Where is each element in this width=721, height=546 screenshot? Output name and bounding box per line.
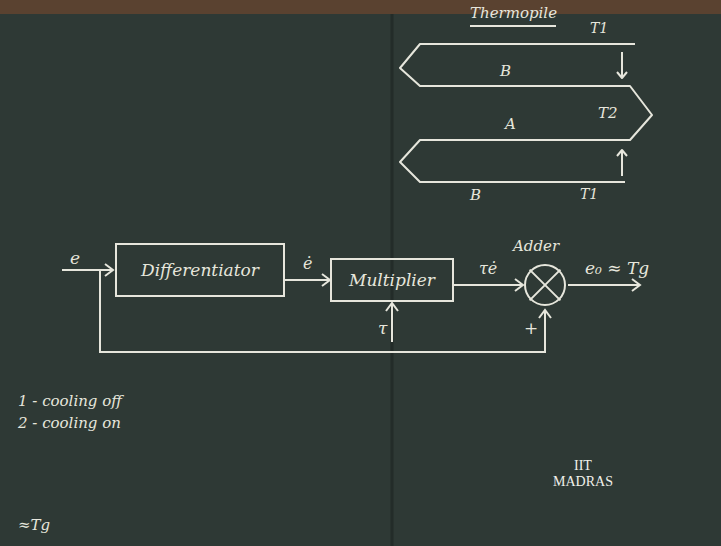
chalk-label: T1 (580, 186, 598, 202)
signal-arrow (454, 279, 523, 291)
input-arrow (62, 264, 113, 276)
signal-label: ė (303, 254, 312, 273)
chalk-label: e₀ ≈ Tg (585, 258, 649, 278)
thermocouple-wire (400, 44, 652, 182)
chalk-label: B (500, 62, 511, 80)
thermopile-drawing (400, 26, 652, 182)
chalk-label: T1 (590, 20, 608, 36)
adder-circle: Adder (523, 263, 567, 307)
chalk-label: T2 (598, 104, 618, 122)
box-label: Differentiator (141, 260, 259, 280)
adder-symbol (523, 263, 567, 307)
feedback-line (100, 270, 551, 352)
multiplier-input-arrow (386, 303, 398, 342)
watermark: IIT MADRAS (548, 458, 618, 490)
output-arrow (568, 279, 640, 291)
small-arrow (617, 52, 627, 78)
board-frame (0, 0, 721, 14)
title-underline (470, 25, 556, 27)
chalk-label: 1 - cooling off (18, 392, 122, 410)
chalk-label: + (524, 318, 538, 338)
chalk-label: 2 - cooling on (18, 414, 121, 432)
signal-arrow (285, 274, 330, 286)
small-arrow (617, 150, 627, 176)
chalk-label: ≈Tg (18, 516, 50, 534)
chalk-label: Thermopile (470, 4, 557, 22)
chalk-label: A (505, 115, 516, 133)
signal-label: τė (479, 259, 497, 278)
chalk-label: B (470, 186, 481, 204)
box-label: Multiplier (349, 270, 435, 290)
adder-label: Adder (513, 237, 559, 255)
process-box: Multiplier (330, 258, 454, 302)
process-box: Differentiator (115, 243, 285, 297)
chalk-label: τ (378, 318, 387, 338)
chalk-label: e (70, 248, 80, 268)
